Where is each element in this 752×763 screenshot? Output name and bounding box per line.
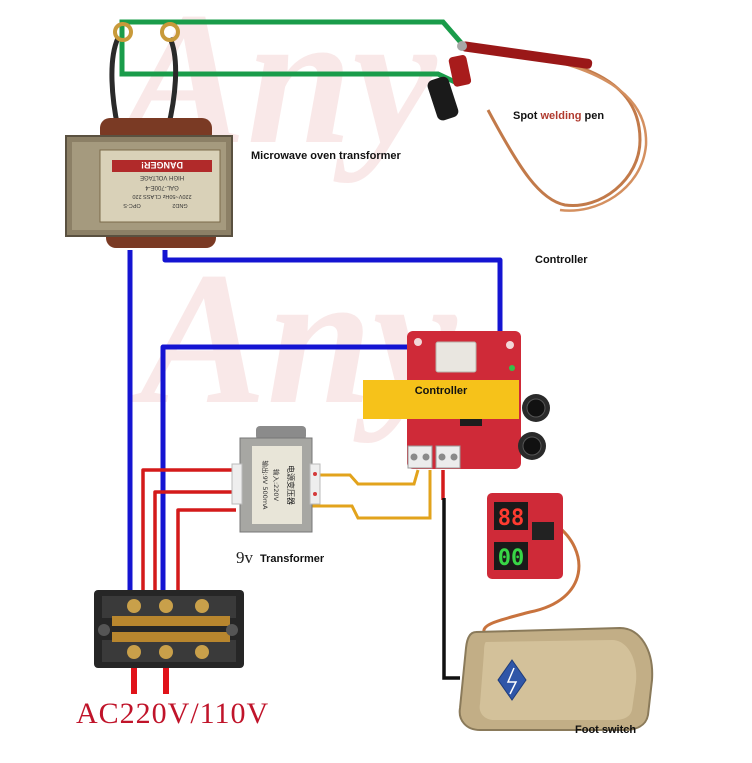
mot-plate-line6: OPC-S [123, 202, 141, 208]
controller-screw-3 [438, 453, 446, 461]
foot-switch [458, 626, 654, 731]
terminal-screw-t1 [127, 599, 141, 613]
yellow-wire-upper [314, 469, 420, 486]
mot-lead-left [109, 36, 121, 129]
mot-terminal-left [113, 22, 133, 42]
red-wire-1 [141, 468, 240, 612]
small-tf-terminal-right [309, 463, 321, 505]
mot-plate-line5: GND2 [172, 202, 187, 208]
copper-wire-display [482, 523, 581, 633]
small-tf-pin-r1 [313, 472, 317, 476]
mot-plate-line3: GAL-700E-4 [145, 184, 179, 190]
terminal-screw-t3 [195, 599, 209, 613]
green-wire-upper [119, 19, 465, 47]
blue-wire-to-controller-top [162, 250, 503, 340]
label-spot-welding-pen: Spot welding pen [513, 110, 604, 122]
terminal-screw-b1 [127, 645, 141, 659]
mot-terminal-right [160, 22, 180, 42]
label-spot-welding-pen-part2: welding [540, 110, 582, 122]
pen-red-tip [461, 41, 593, 69]
controller-screw-2 [422, 453, 430, 461]
label-spot-welding-pen-part1: Spot [513, 110, 541, 122]
label-transformer: Transformer [260, 553, 325, 565]
terminal-screw-b3 [195, 645, 209, 659]
yellow-wire-lower [312, 470, 432, 520]
label-ac-voltage: AC220V/110V [76, 697, 270, 730]
display-chip [532, 522, 554, 540]
mot-plate-line1: DANGER! [141, 160, 183, 170]
terminal-bar-top [112, 616, 230, 626]
black-wire-foot-switch [442, 498, 460, 680]
microwave-oven-transformer: DANGER! HIGH VOLTAGE GAL-700E-4 220V~50H… [65, 22, 233, 248]
small-tf-plate-line2: 输入:220V [272, 469, 281, 502]
label-9v: 9v [236, 548, 253, 567]
foot-switch-logo [497, 659, 527, 701]
small-transformer: 电源变压器 输入:220V 输出:9V 500mA [231, 426, 321, 533]
display-digits-bottom: 00 [498, 546, 525, 571]
blue-wire-to-controller-left [160, 344, 416, 612]
small-tf-terminal-left [231, 463, 243, 505]
terminal-screw-b2 [159, 645, 173, 659]
pen-connector [457, 41, 467, 51]
label-spot-welding-pen-part3: pen [581, 110, 605, 122]
controller-terminal-left [407, 445, 433, 469]
display-screen-bottom [494, 542, 528, 570]
mot-plate-line4: 220V~50Hz CLASS 220 [132, 193, 191, 199]
pen-handle-red [448, 55, 472, 87]
terminal-block [94, 590, 244, 668]
controller-hole-1 [414, 338, 422, 346]
terminal-mount-left [98, 624, 110, 636]
small-tf-plate-line1: 电源变压器 [286, 465, 296, 505]
pen-cable-1 [467, 48, 642, 208]
small-tf-pin-r2 [313, 492, 317, 496]
red-wires [141, 468, 445, 612]
mot-lead-right [165, 36, 179, 129]
mot-plate-line2: HIGH VOLTAGE [140, 174, 184, 180]
ac-input-wires [131, 668, 169, 694]
foot-switch-logo-bolt [506, 667, 518, 695]
terminal-bar-bottom [112, 632, 230, 642]
controller-screw-4 [450, 453, 458, 461]
mot-danger-bar [112, 160, 212, 172]
display-digits-top: 88 [498, 506, 525, 531]
foot-switch-pedal [479, 640, 637, 720]
controller-green-led [509, 365, 515, 371]
red-wire-3 [176, 508, 236, 612]
controller-hole-2 [506, 341, 514, 349]
yellow-wires [312, 469, 432, 520]
terminal-mount-right [226, 624, 238, 636]
display-module: 88 00 [487, 493, 563, 579]
red-wire-2 [153, 490, 232, 612]
controller-knob-top [526, 398, 546, 418]
small-tf-top-bracket [256, 426, 306, 440]
label-microwave-transformer: Microwave oven transformer [251, 150, 401, 162]
label-foot-switch: Foot switch [575, 724, 637, 736]
controller-screw-1 [410, 453, 418, 461]
display-screen-top [494, 502, 528, 530]
controller-terminal-mid [435, 445, 461, 469]
terminal-screw-t2 [159, 599, 173, 613]
controller-knob-bottom [522, 436, 542, 456]
blue-wires [127, 250, 503, 612]
label-controller-box: Controller [414, 384, 468, 397]
controller-label-box: Controller [363, 380, 519, 419]
spot-welding-pen [427, 41, 648, 212]
small-tf-plate-line3: 输出:9V 500mA [261, 460, 270, 510]
small-tf-label [252, 446, 302, 524]
pen-handle-black [427, 76, 459, 121]
controller-relay [435, 341, 477, 373]
label-controller-top: Controller [535, 254, 588, 266]
